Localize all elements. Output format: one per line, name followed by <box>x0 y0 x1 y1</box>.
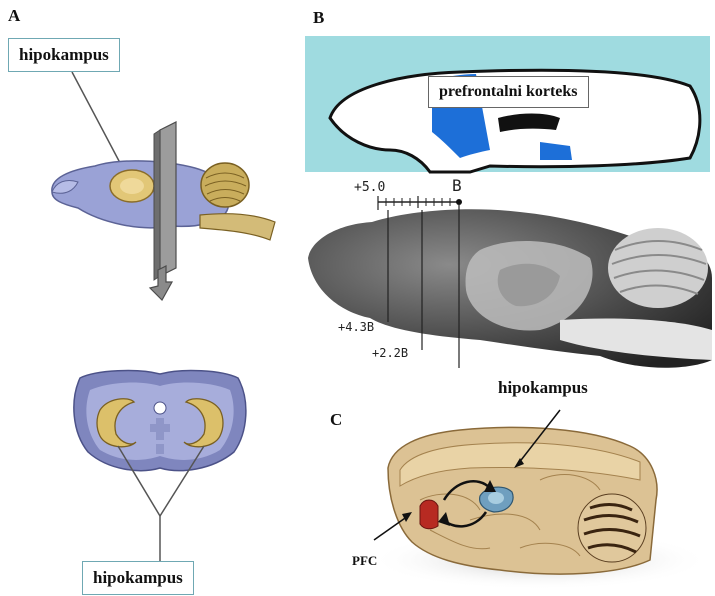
cerebellum-3d <box>578 494 646 562</box>
pfc-label: PFC <box>352 553 377 569</box>
hippocampus-label-c: hipokampus <box>498 378 588 398</box>
pfc-region <box>420 500 438 529</box>
